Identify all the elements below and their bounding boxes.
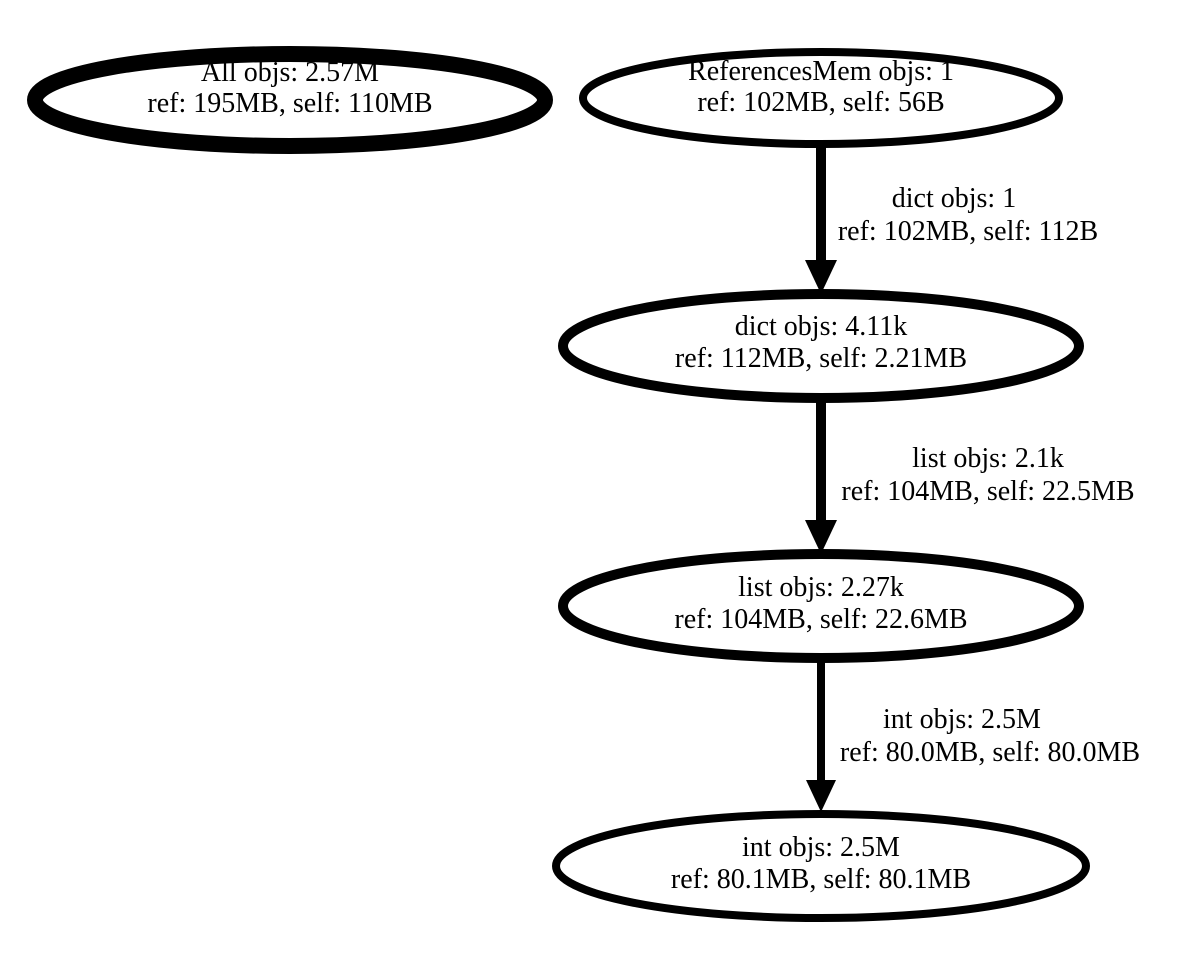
node-list-line1: list objs: 2.27k — [738, 572, 904, 603]
edge-references-mem-to-dict-line1: dict objs: 1 — [892, 183, 1016, 214]
edge-list-to-int-line2: ref: 80.0MB, self: 80.0MB — [840, 737, 1140, 768]
edge-dict-to-list-line1: list objs: 2.1k — [912, 443, 1064, 474]
node-all-objs: All objs: 2.57M ref: 195MB, self: 110MB — [27, 46, 553, 154]
node-references-mem-line1: ReferencesMem objs: 1 — [688, 56, 954, 87]
node-all-objs-line1: All objs: 2.57M — [201, 57, 379, 88]
node-int-line1: int objs: 2.5M — [742, 832, 900, 863]
edge-references-mem-to-dict-line2: ref: 102MB, self: 112B — [838, 216, 1098, 247]
node-int-outline — [552, 810, 1090, 922]
edge-list-to-int-arrowhead — [806, 780, 836, 812]
node-int-line2: ref: 80.1MB, self: 80.1MB — [671, 864, 971, 895]
node-list: list objs: 2.27k ref: 104MB, self: 22.6M… — [558, 549, 1084, 663]
edge-list-to-int-line1: int objs: 2.5M — [883, 704, 1041, 735]
edge-list-to-int: int objs: 2.5M ref: 80.0MB, self: 80.0MB — [806, 658, 1140, 812]
node-all-objs-line2: ref: 195MB, self: 110MB — [147, 88, 432, 119]
edge-dict-to-list: list objs: 2.1k ref: 104MB, self: 22.5MB — [805, 398, 1135, 554]
node-dict-line1: dict objs: 4.11k — [735, 311, 907, 342]
edge-dict-to-list-arrowhead — [805, 520, 837, 554]
edge-references-mem-to-dict: dict objs: 1 ref: 102MB, self: 112B — [805, 144, 1098, 294]
node-dict-line2: ref: 112MB, self: 2.21MB — [675, 343, 967, 374]
node-dict: dict objs: 4.11k ref: 112MB, self: 2.21M… — [558, 289, 1084, 403]
node-references-mem-line2: ref: 102MB, self: 56B — [697, 87, 944, 118]
node-references-mem: ReferencesMem objs: 1 ref: 102MB, self: … — [579, 48, 1063, 148]
node-int: int objs: 2.5M ref: 80.1MB, self: 80.1MB — [552, 810, 1090, 922]
edge-references-mem-to-dict-arrowhead — [805, 260, 837, 294]
node-list-line2: ref: 104MB, self: 22.6MB — [674, 604, 967, 635]
edge-dict-to-list-line2: ref: 104MB, self: 22.5MB — [841, 476, 1134, 507]
node-all-objs-outline — [27, 46, 553, 154]
